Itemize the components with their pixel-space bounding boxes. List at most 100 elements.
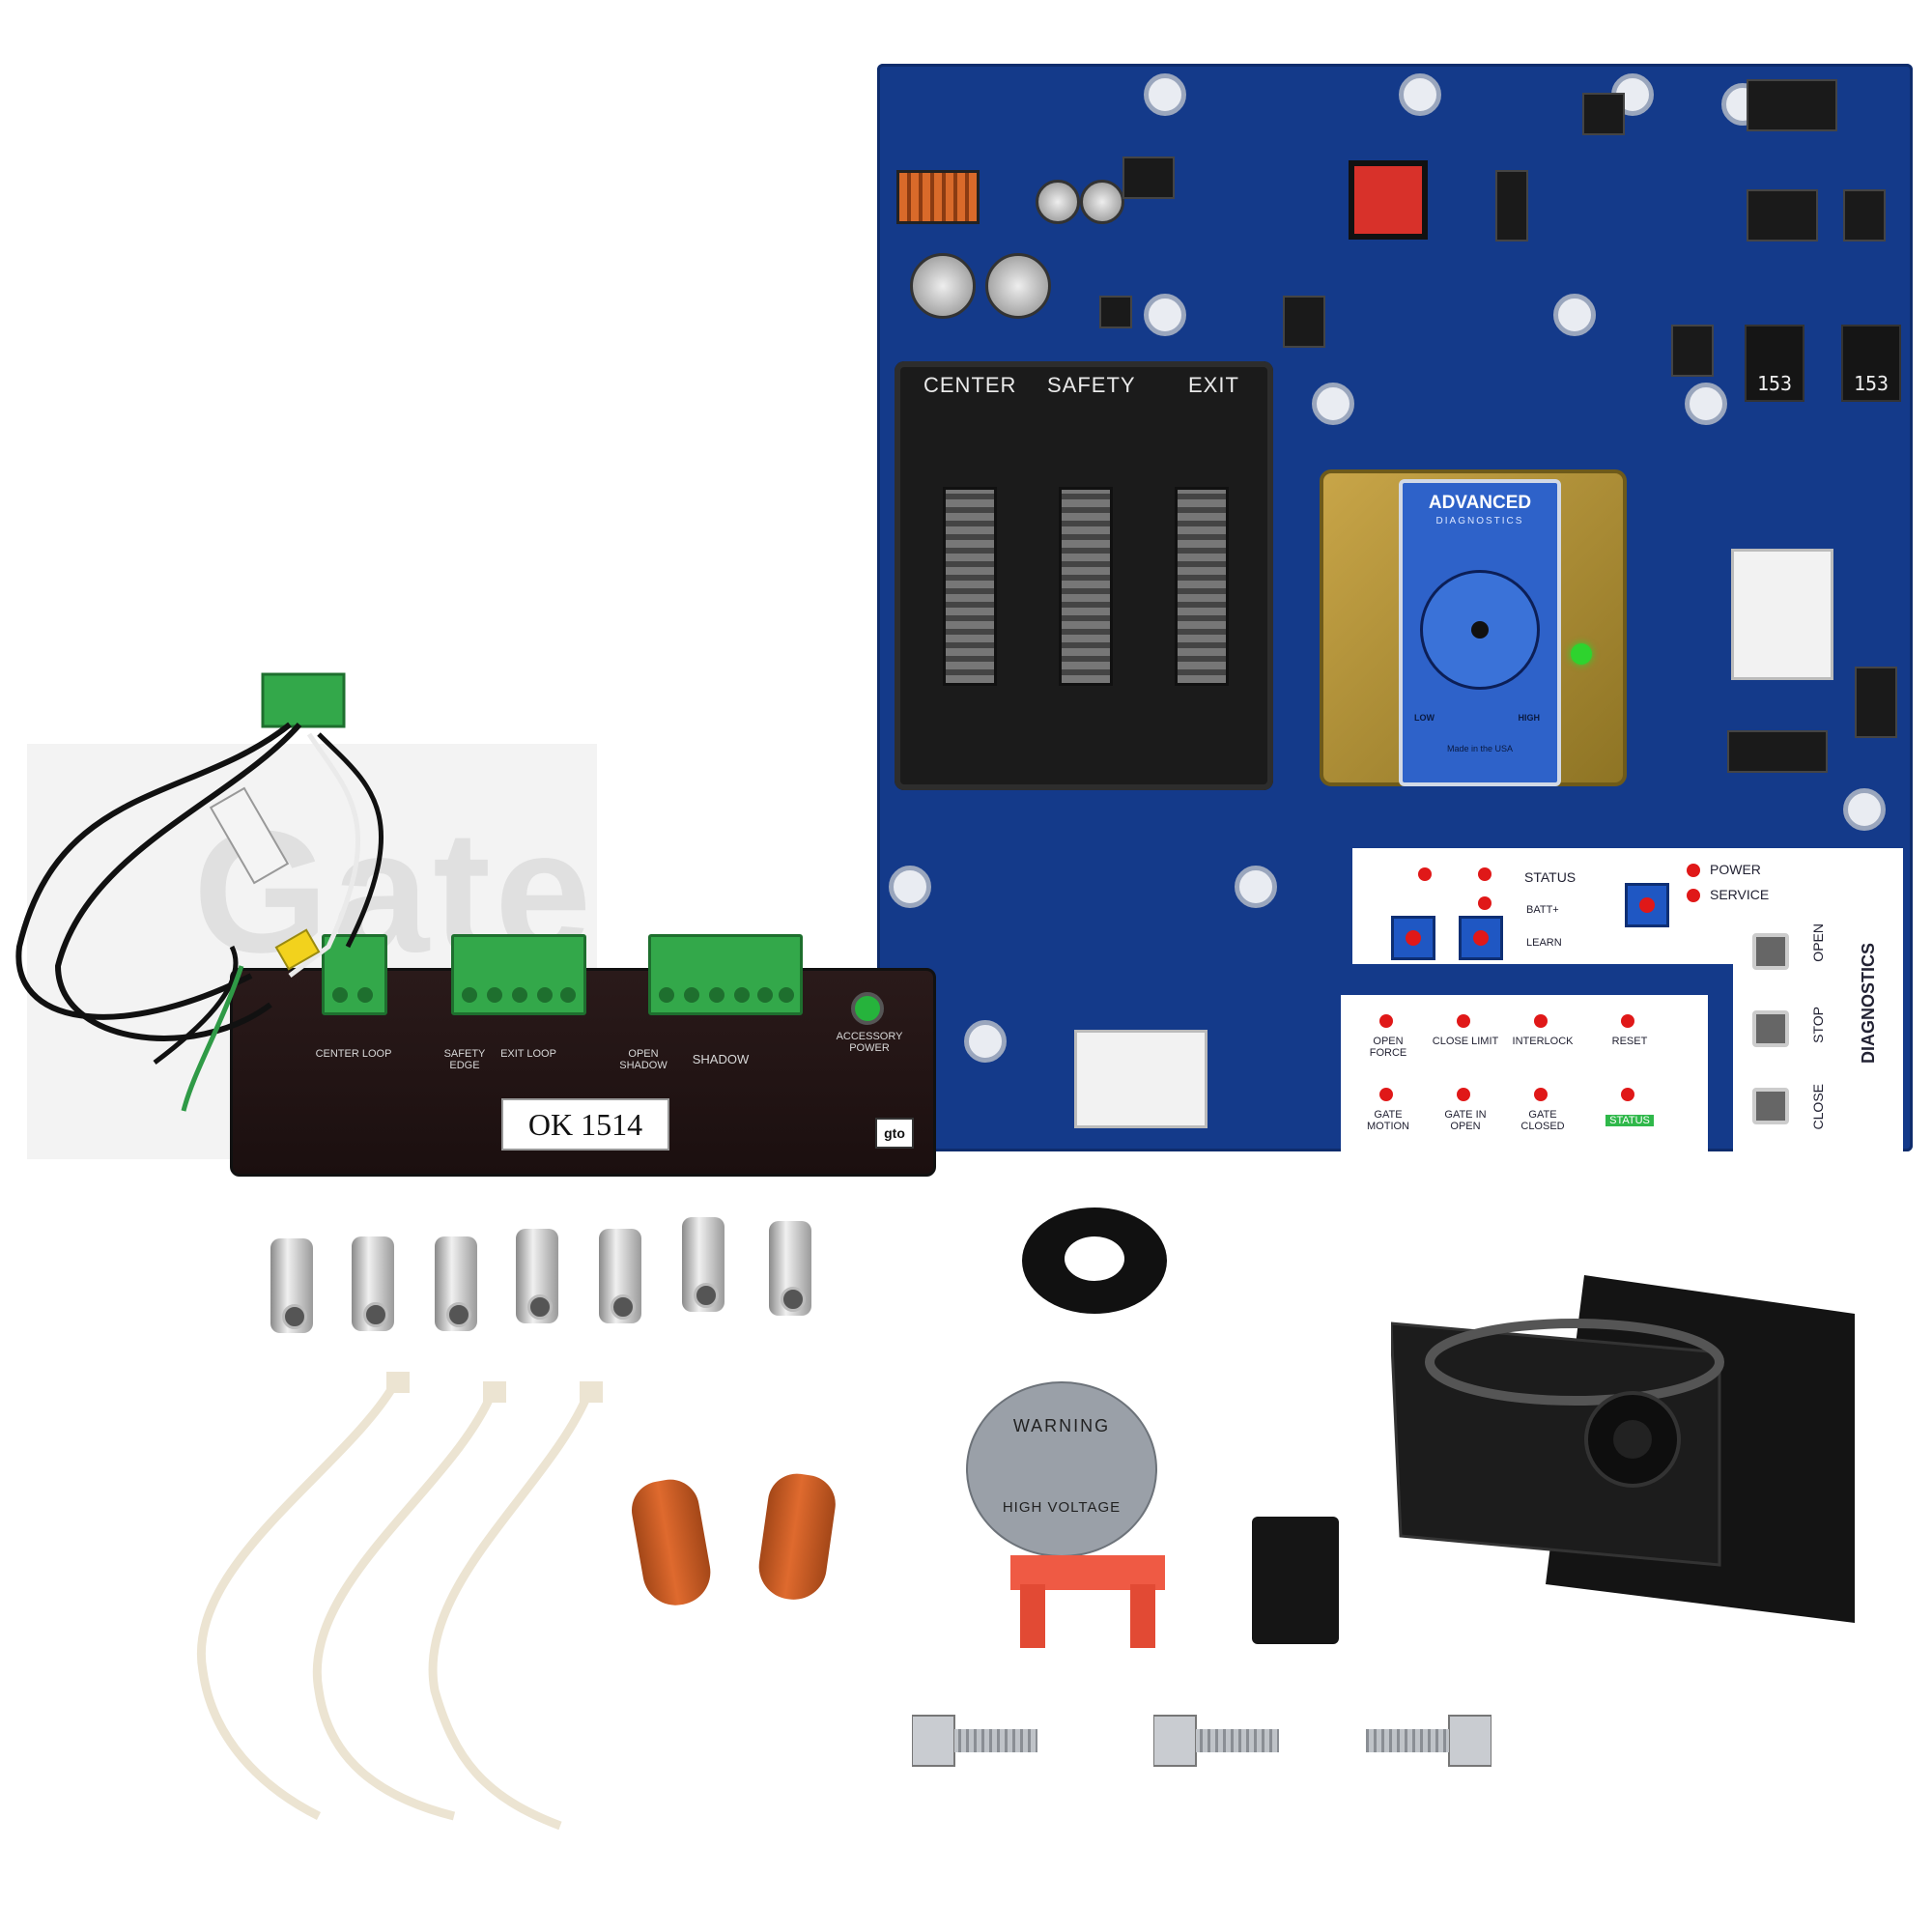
display-right: 153 xyxy=(1841,325,1901,402)
ic-chip xyxy=(1671,325,1714,377)
dial-low-label: LOW xyxy=(1414,713,1435,723)
status-label: STATUS xyxy=(1524,869,1577,885)
loop-label-safety: SAFETY xyxy=(1047,373,1136,397)
mount-hole xyxy=(1843,788,1886,831)
mount-hole xyxy=(1144,73,1186,116)
mount-hole xyxy=(1399,73,1441,116)
loop-slot xyxy=(1175,487,1229,686)
side-open-label: OPEN xyxy=(1810,923,1826,962)
standoff xyxy=(352,1236,394,1331)
warning-label-disc: WARNING HIGH VOLTAGE xyxy=(966,1381,1157,1557)
processor-chip xyxy=(1349,160,1428,240)
gate-in-open-label: GATE IN OPEN xyxy=(1444,1109,1487,1132)
header-connector xyxy=(1074,1030,1208,1128)
led-gate-motion xyxy=(1379,1088,1393,1101)
hex-bolt xyxy=(1153,1715,1279,1767)
side-stop-label: STOP xyxy=(1810,1007,1826,1043)
ic-chip xyxy=(1843,189,1886,242)
standoff xyxy=(682,1217,724,1312)
mount-hole xyxy=(964,1020,1007,1063)
led-interlock xyxy=(1534,1014,1548,1028)
terminal-label: SHADOW xyxy=(692,1052,750,1066)
mount-hole xyxy=(1235,866,1277,908)
standoff xyxy=(270,1238,313,1333)
standoff xyxy=(435,1236,477,1331)
terminal-block xyxy=(648,934,803,1015)
dial-high-label: HIGH xyxy=(1518,713,1541,723)
service-led xyxy=(1687,889,1700,902)
ic-chip xyxy=(1283,296,1325,348)
side-close-label: CLOSE xyxy=(1810,1084,1826,1130)
wire-nut xyxy=(627,1474,716,1611)
led-open-force xyxy=(1379,1014,1393,1028)
indicator-led xyxy=(1418,867,1432,881)
led-status xyxy=(1621,1088,1634,1101)
capacitor xyxy=(910,253,976,319)
accessory-power-label: ACCESSORY POWER xyxy=(836,1031,903,1054)
loop-slot xyxy=(943,487,997,686)
loop-label-center: CENTER xyxy=(923,373,1017,397)
loop-slot xyxy=(1059,487,1113,686)
loop-label-exit: EXIT xyxy=(1188,373,1239,397)
capacitor xyxy=(1036,180,1080,224)
capacitor xyxy=(1080,180,1124,224)
status-label-area: OPEN FORCE CLOSE LIMIT INTERLOCK RESET G… xyxy=(1341,995,1708,1151)
indicator-led xyxy=(1478,896,1492,910)
stop-button[interactable] xyxy=(1752,1010,1789,1047)
wiring-harness xyxy=(15,672,384,1112)
mount-hole xyxy=(1144,294,1186,336)
led-gate-in-open xyxy=(1457,1088,1470,1101)
black-connector xyxy=(1252,1517,1339,1644)
learn-button[interactable] xyxy=(1625,883,1669,927)
made-in-label: Made in the USA xyxy=(1446,744,1514,753)
ic-chip xyxy=(1855,667,1897,738)
service-label: SERVICE xyxy=(1710,887,1770,902)
gate-closed-label: GATE CLOSED xyxy=(1520,1109,1565,1132)
diagnostics-panel: ADVANCED DIAGNOSTICS LOW HIGH Made in th… xyxy=(1399,479,1561,786)
loop-detector-housing: CENTER SAFETY EXIT xyxy=(895,361,1273,790)
learn-label: LEARN xyxy=(1526,937,1562,949)
terminal-block xyxy=(451,934,586,1015)
mount-hole xyxy=(1553,294,1596,336)
hex-bolt xyxy=(912,1715,1037,1767)
terminal-label: OPEN SHADOW xyxy=(619,1048,668,1071)
header-connector xyxy=(1731,549,1833,680)
ic-chip xyxy=(1727,730,1828,773)
terminal-label: CENTER LOOP xyxy=(315,1048,392,1060)
power-indicator-led xyxy=(851,992,884,1025)
control-board: 153 153 CENTER SAFETY EXIT ADVANCED DIAG… xyxy=(877,64,1913,1151)
standoff xyxy=(599,1229,641,1323)
ic-chip xyxy=(1122,156,1175,199)
open-button[interactable] xyxy=(1752,933,1789,970)
ic-chip xyxy=(1582,93,1625,135)
diagnostics-subtitle: DIAGNOSTICS xyxy=(1435,516,1524,526)
terminal-label: SAFETY EDGE xyxy=(443,1048,486,1071)
rubber-grommet xyxy=(1022,1208,1167,1314)
led-reset xyxy=(1621,1014,1634,1028)
adjust-button[interactable] xyxy=(1391,916,1435,960)
green-plug xyxy=(261,672,346,728)
wire-nut xyxy=(754,1469,839,1605)
dial-knob xyxy=(1471,621,1489,639)
ic-chip xyxy=(1099,296,1132,328)
status-led xyxy=(1571,643,1592,665)
diagnostics-title: ADVANCED xyxy=(1428,493,1532,513)
interlock-label: INTERLOCK xyxy=(1512,1036,1574,1047)
adjust-button[interactable] xyxy=(1459,916,1503,960)
led-gate-closed xyxy=(1534,1088,1548,1101)
mounting-bracket xyxy=(1391,1275,1855,1623)
high-voltage-text: HIGH VOLTAGE xyxy=(1002,1499,1122,1516)
brand-badge: gto xyxy=(875,1118,914,1149)
close-limit-label: CLOSE LIMIT xyxy=(1432,1036,1499,1047)
sensitivity-dial[interactable] xyxy=(1420,570,1540,690)
reset-label: RESET xyxy=(1611,1036,1648,1047)
header-connector xyxy=(1747,79,1837,131)
ic-chip xyxy=(1495,170,1528,242)
close-button[interactable] xyxy=(1752,1088,1789,1124)
shunt-jumper xyxy=(1010,1555,1165,1648)
terminal-label: EXIT LOOP xyxy=(500,1048,556,1060)
model-label: OK 1514 xyxy=(501,1098,669,1151)
hex-bolt xyxy=(1366,1715,1492,1767)
standoff xyxy=(516,1229,558,1323)
accessory-module: CENTER LOOP SAFETY EDGE EXIT LOOP OPEN S… xyxy=(230,934,936,1177)
